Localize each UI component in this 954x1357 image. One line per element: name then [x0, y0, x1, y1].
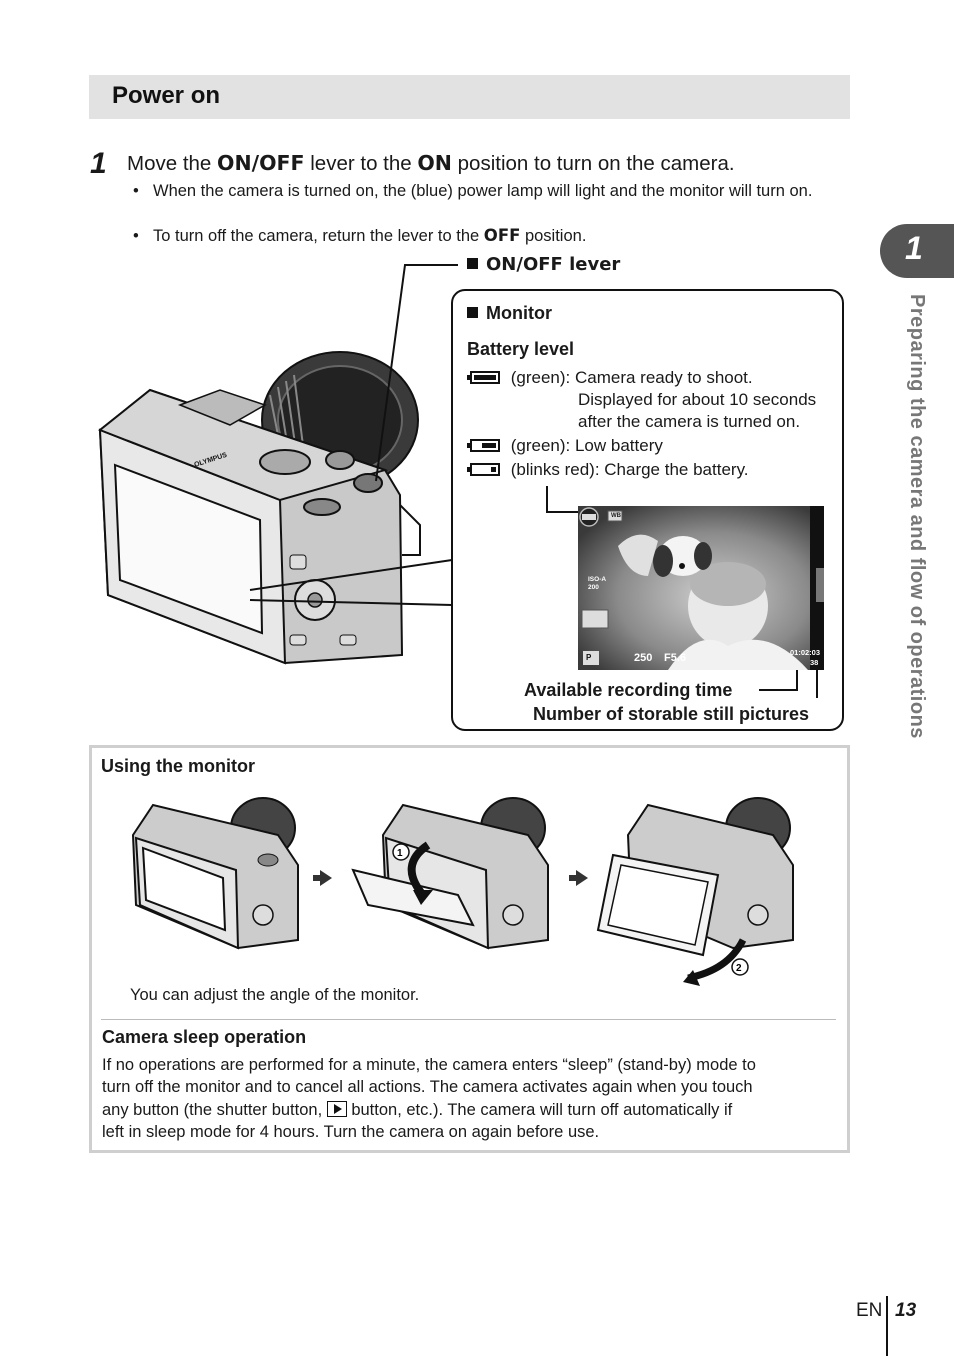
- battery-full-detail-2: after the camera is turned on.: [578, 412, 800, 432]
- step-number: 1: [90, 147, 107, 181]
- play-button-icon: [327, 1101, 347, 1117]
- monitor-label: Monitor: [467, 303, 552, 324]
- battery-low-icon: [470, 439, 500, 452]
- chapter-number: 1: [905, 230, 923, 267]
- arrow-right-icon: [320, 870, 332, 886]
- page-number: 13: [895, 1300, 916, 1322]
- sleep-title: Camera sleep operation: [102, 1027, 306, 1048]
- sleep-description: If no operations are performed for a min…: [102, 1054, 842, 1143]
- battery-level-heading: Battery level: [467, 339, 574, 360]
- recording-time-label: Available recording time: [524, 680, 732, 701]
- step-text-part: lever to the: [305, 152, 418, 175]
- storable-pictures-label: Number of storable still pictures: [533, 704, 809, 725]
- camera-view-opening: 1: [353, 798, 548, 948]
- lcd-shot-count: 38: [810, 658, 818, 667]
- usage-divider: [101, 1019, 836, 1020]
- on-keyword: ON: [417, 151, 452, 175]
- onoff-keyword: ON/OFF: [217, 151, 305, 175]
- battery-empty-icon: [470, 463, 500, 476]
- lcd-aperture: F5.6: [664, 652, 686, 664]
- lcd-mode: P: [586, 653, 591, 662]
- lcd-shutter: 250: [634, 652, 652, 664]
- battery-low-row: (green): Low battery: [470, 436, 663, 456]
- chapter-title: Preparing the camera and flow of operati…: [905, 294, 928, 739]
- using-monitor-title: Using the monitor: [101, 756, 255, 777]
- onoff-lever-label: ON/OFF lever: [467, 254, 620, 275]
- arrow-right-icon: [576, 870, 588, 886]
- camera-view-tilted: 2: [598, 798, 793, 986]
- step-marker-2: 2: [736, 963, 742, 974]
- footer-divider: [886, 1296, 888, 1356]
- lcd-bottom-callout-lines: [755, 668, 835, 698]
- camera-view-closed: [133, 798, 298, 948]
- battery-full-detail-1: Displayed for about 10 seconds: [578, 390, 816, 410]
- footer-language: EN: [856, 1300, 882, 1322]
- off-keyword: OFF: [484, 226, 521, 245]
- monitor-tilt-illustrations: 1 2: [128, 790, 808, 990]
- bullet-text: When the camera is turned on, the (blue)…: [153, 180, 843, 202]
- step-instruction: Move the ON/OFF lever to the ON position…: [127, 151, 735, 176]
- step-marker-1: 1: [397, 848, 403, 859]
- battery-empty-row: (blinks red): Charge the battery.: [470, 460, 749, 480]
- camera-illustration: OLYMPUS: [90, 255, 460, 675]
- bullet-text: To turn off the camera, return the lever…: [153, 225, 843, 247]
- step-text-part: Move the: [127, 152, 217, 175]
- monitor-angle-caption: You can adjust the angle of the monitor.: [130, 986, 419, 1005]
- section-title: Power on: [112, 82, 220, 110]
- battery-full-row: (green): Camera ready to shoot.: [470, 368, 753, 388]
- bullet-mark: •: [133, 225, 139, 247]
- lcd-wb: WB: [611, 513, 621, 519]
- bullet-mark: •: [133, 180, 139, 202]
- step-text-part: position to turn on the camera.: [452, 152, 735, 175]
- lcd-recording-time: 01:02:03: [790, 648, 820, 657]
- battery-full-icon: [470, 371, 500, 384]
